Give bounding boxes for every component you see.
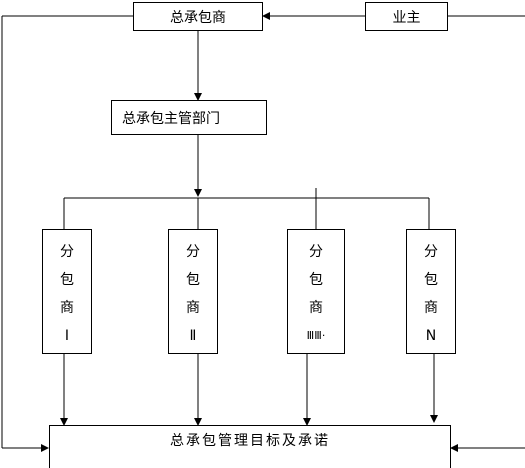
subcontractor-char: 商 (309, 300, 323, 316)
subcontractor-box-1: 分 包 商 Ⅰ (42, 229, 92, 354)
subcontractor-box-3: 分 包 商 ⅢⅢ· (287, 229, 345, 354)
owner-label: 业主 (392, 9, 421, 26)
subcontractor-char: 包 (309, 272, 323, 288)
goals-label: 总承包管理目标及承诺 (170, 433, 330, 449)
subcontractor-index: Ⅰ (64, 328, 70, 344)
general-contractor-label: 总承包商 (170, 9, 226, 26)
subcontractor-box-2: 分 包 商 Ⅱ (168, 229, 218, 354)
gc-department-box: 总承包主管部门 (111, 100, 267, 135)
subcontractor-char: 分 (424, 244, 438, 260)
general-contractor-box: 总承包商 (133, 2, 263, 31)
gc-department-label: 总承包主管部门 (122, 110, 220, 127)
subcontractor-char: 包 (60, 272, 74, 288)
owner-box: 业主 (365, 2, 448, 31)
subcontractor-char: 包 (186, 272, 200, 288)
subcontractor-index: Ⅱ (189, 328, 197, 344)
subcontractor-char: 商 (424, 300, 438, 316)
subcontractor-char: 商 (186, 300, 200, 316)
subcontractor-index: ⅢⅢ· (306, 329, 326, 342)
subcontractor-char: 分 (309, 244, 323, 260)
subcontractor-char: 分 (186, 244, 200, 260)
subcontractor-char: 分 (60, 244, 74, 260)
subcontractor-index: N (425, 328, 437, 344)
goals-box: 总承包管理目标及承诺 (49, 425, 451, 468)
subcontractor-char: 商 (60, 300, 74, 316)
subcontractor-box-4: 分 包 商 N (406, 229, 456, 354)
subcontractor-char: 包 (424, 272, 438, 288)
